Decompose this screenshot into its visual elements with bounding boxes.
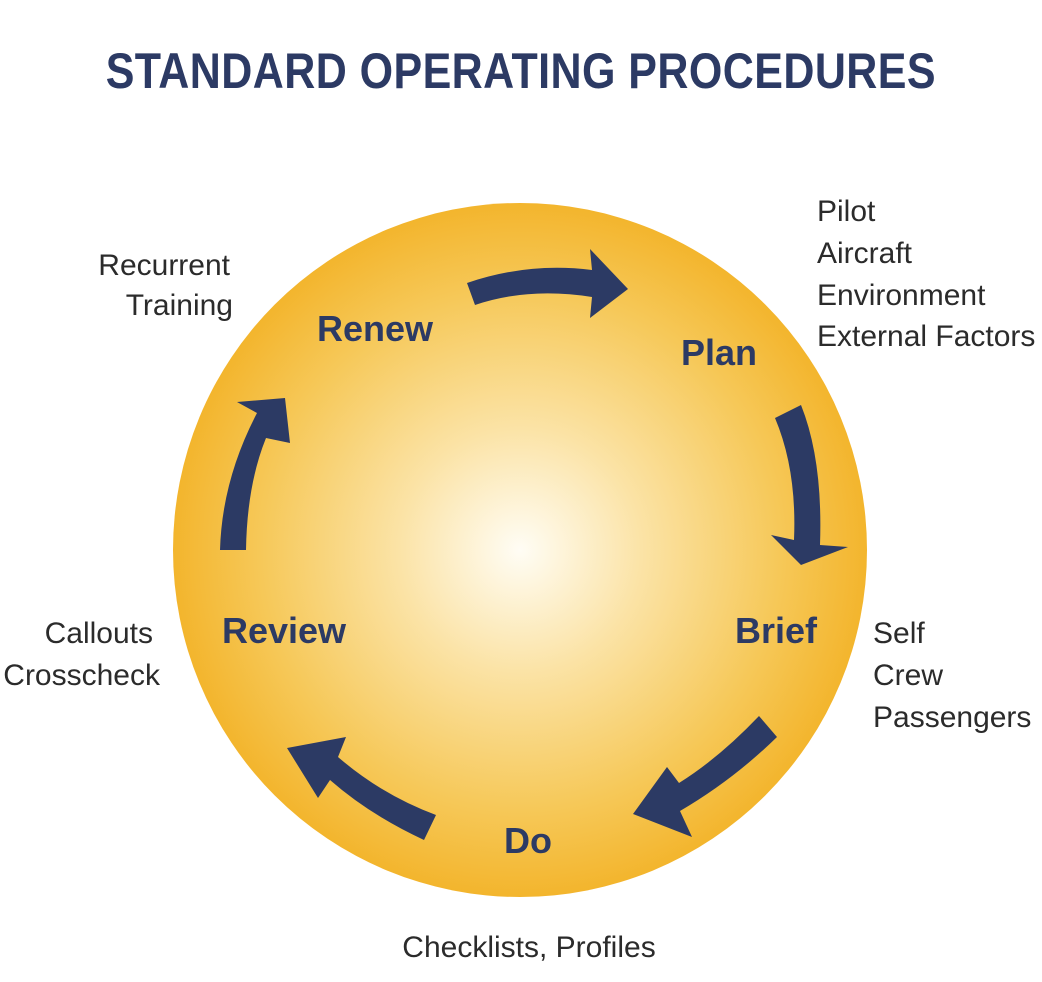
arrow-brief-to-do-icon — [633, 716, 777, 837]
stage-label-review: Review — [222, 610, 347, 651]
renew-note-item: Training — [126, 289, 233, 322]
arrow-plan-to-brief-icon — [771, 405, 848, 565]
arrow-review-to-renew-icon — [220, 398, 290, 550]
arrow-renew-to-plan-icon — [467, 249, 628, 318]
plan-note-item: Pilot — [817, 195, 876, 228]
plan-note-item: External Factors — [817, 320, 1035, 353]
plan-note-item: Environment — [817, 279, 986, 312]
brief-note-item: Crew — [873, 659, 943, 692]
review-note-item: Crosscheck — [3, 659, 161, 692]
review-notes: Callouts Crosscheck — [3, 617, 161, 692]
plan-notes: Pilot Aircraft Environment External Fact… — [817, 195, 1035, 353]
arrow-do-to-review-icon — [287, 737, 436, 840]
brief-notes: Self Crew Passengers — [873, 617, 1031, 734]
renew-note-item: Recurrent — [98, 249, 230, 282]
plan-note-item: Aircraft — [817, 237, 913, 270]
brief-note-item: Passengers — [873, 701, 1031, 734]
do-note-item: Checklists, Profiles — [402, 931, 655, 964]
do-notes: Checklists, Profiles — [402, 931, 655, 964]
stage-label-plan: Plan — [681, 332, 757, 373]
cycle-circle — [173, 203, 867, 897]
stage-label-do: Do — [504, 820, 552, 861]
stage-label-brief: Brief — [735, 610, 818, 651]
page-title: STANDARD OPERATING PROCEDURES — [105, 43, 937, 99]
brief-note-item: Self — [873, 617, 925, 650]
stage-label-renew: Renew — [317, 308, 434, 349]
review-note-item: Callouts — [45, 617, 153, 650]
renew-notes: Recurrent Training — [98, 249, 233, 322]
